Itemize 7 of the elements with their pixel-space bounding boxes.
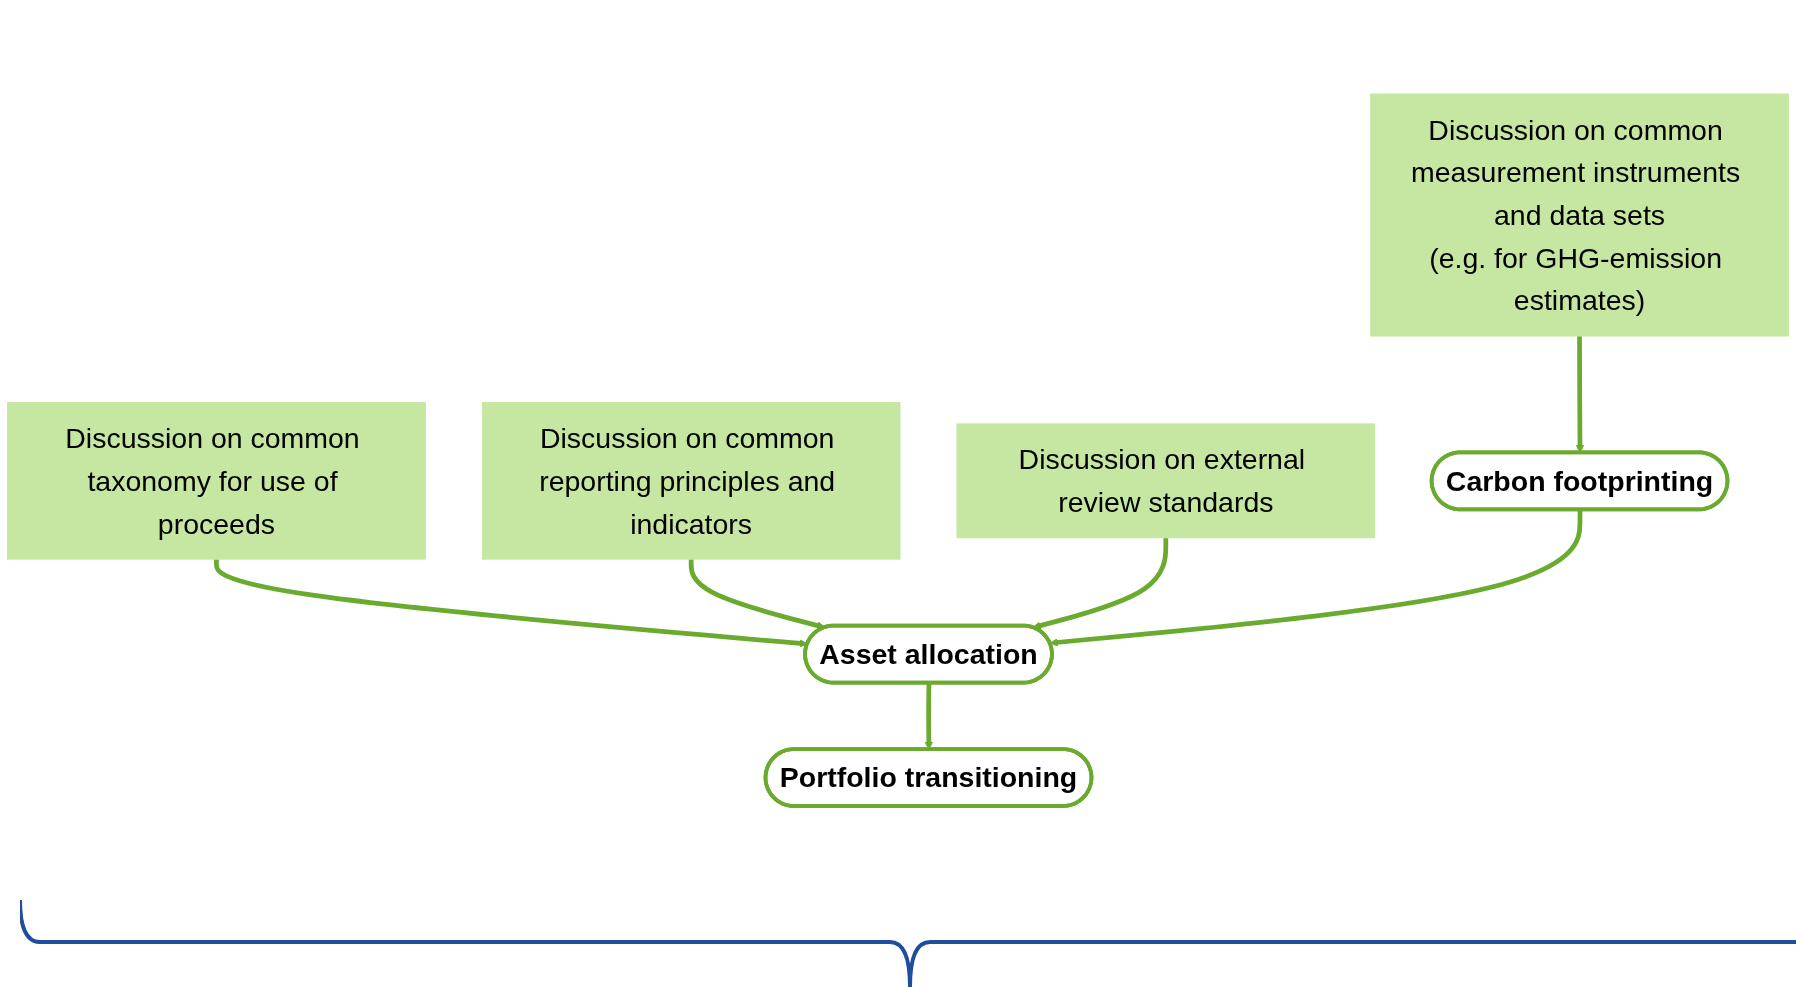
arrow <box>1032 537 1169 630</box>
node-box: Discussion on common measurement instruments and data sets (e.g. for GHG-emission estimates) <box>1370 93 1789 337</box>
node-box: Discussion on common taxonomy for use of proceeds <box>7 402 426 560</box>
arrow <box>1049 509 1583 647</box>
node-box: Discussion on external review standards <box>956 423 1376 539</box>
arrow <box>924 683 933 750</box>
node-box: Discussion on common reporting principles and indicators <box>481 402 901 560</box>
